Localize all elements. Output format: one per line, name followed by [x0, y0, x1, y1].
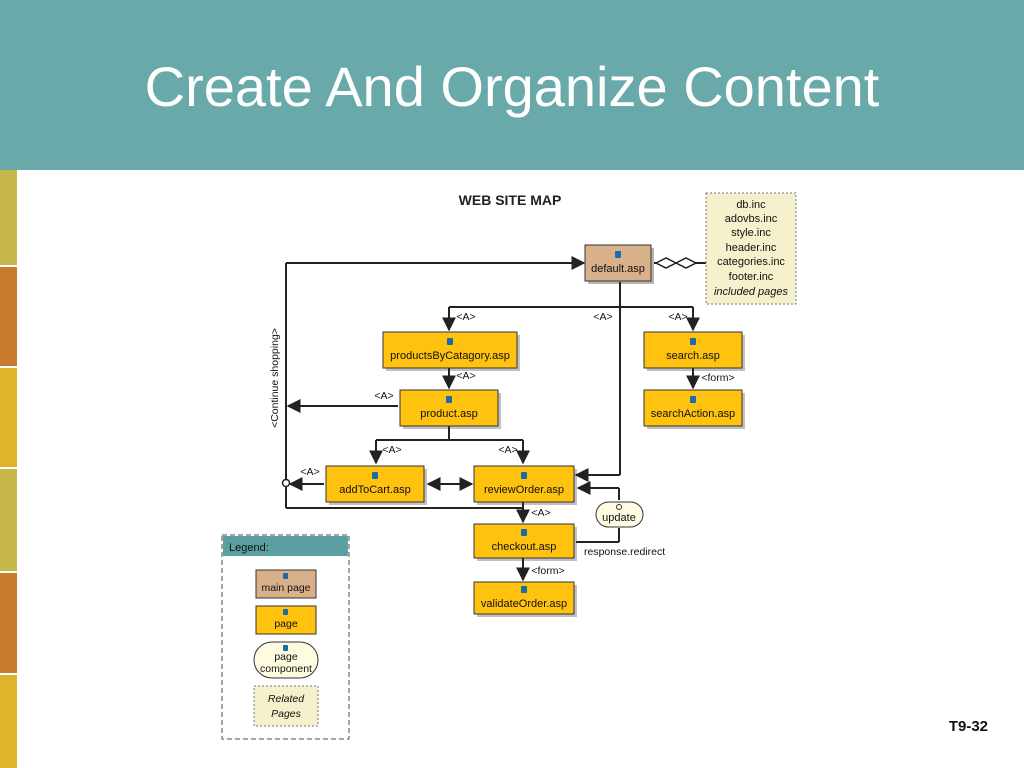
legend-item-page: page	[255, 605, 317, 635]
include-diamond-1	[654, 257, 678, 269]
legend-label: Pages	[271, 708, 302, 720]
page-icon	[521, 472, 527, 479]
link-label: <A>	[300, 466, 319, 478]
page-label: checkout.asp	[492, 541, 557, 553]
legend: Legend: main page page page component Re…	[221, 534, 350, 740]
page-node-validate-order: validateOrder.asp	[473, 581, 577, 617]
component-node-update: update	[595, 501, 644, 528]
page-node-default: default.asp	[584, 244, 654, 284]
link-label: <A>	[374, 390, 393, 402]
side-stripe-1	[0, 170, 17, 265]
junction-circle	[281, 478, 291, 488]
legend-label: page	[274, 618, 298, 630]
page-icon	[283, 645, 288, 651]
component-icon	[616, 504, 622, 510]
component-label: update	[602, 512, 636, 524]
legend-label: component	[260, 663, 312, 675]
include-file: style.inc	[731, 227, 771, 239]
include-file: db.inc	[736, 199, 766, 211]
legend-item-page-component: page component	[253, 641, 319, 679]
include-file: header.inc	[726, 242, 777, 254]
side-stripe-4	[0, 469, 17, 571]
page-node-add-to-cart: addToCart.asp	[325, 465, 427, 505]
page-label: productsByCatagory.asp	[390, 350, 510, 362]
form-label: <form>	[531, 565, 564, 577]
legend-item-related-pages: Related Pages	[253, 685, 319, 727]
legend-title: Legend:	[229, 542, 269, 554]
page-icon	[283, 573, 288, 579]
continue-shopping-label: <Continue shopping>	[269, 328, 281, 428]
page-node-search-action: searchAction.asp	[643, 389, 745, 429]
page-icon	[283, 609, 288, 615]
link-label: <A>	[456, 311, 475, 323]
page-label: addToCart.asp	[339, 484, 411, 496]
page-icon	[521, 529, 527, 536]
side-stripe-3	[0, 368, 17, 467]
included-caption: included pages	[714, 286, 789, 298]
slide-header	[0, 0, 1024, 170]
slide-number: T9-32	[948, 718, 988, 735]
page-icon	[372, 472, 378, 479]
redirect-label: response.redirect	[584, 546, 665, 558]
legend-item-main-page: main page	[255, 569, 317, 599]
link-label: <A>	[593, 311, 612, 323]
page-label: search.asp	[666, 350, 720, 362]
page-icon	[521, 586, 527, 593]
link-label: <A>	[382, 444, 401, 456]
slide-title: Create And Organize Content	[144, 55, 880, 118]
include-file: categories.inc	[717, 256, 785, 268]
legend-label: main page	[261, 582, 310, 594]
connector-lines	[285, 256, 706, 582]
page-label: reviewOrder.asp	[484, 484, 564, 496]
side-stripe-5	[0, 573, 17, 673]
include-file: footer.inc	[729, 271, 774, 283]
page-node-checkout: checkout.asp	[473, 523, 577, 561]
page-label: product.asp	[420, 408, 477, 420]
legend-label: page	[274, 651, 298, 663]
link-label: <A>	[531, 507, 550, 519]
include-file: adovbs.inc	[725, 213, 778, 225]
page-label: searchAction.asp	[651, 408, 735, 420]
page-label: default.asp	[591, 263, 645, 275]
included-pages-box: db.inc adovbs.inc style.inc header.inc c…	[705, 192, 797, 305]
page-label: validateOrder.asp	[481, 598, 567, 610]
diagram-title: WEB SITE MAP	[459, 192, 562, 208]
page-icon	[690, 338, 696, 345]
page-node-products-by-catagory: productsByCatagory.asp	[382, 331, 520, 371]
page-icon	[446, 396, 452, 403]
page-icon	[615, 251, 621, 258]
legend-label: Related	[268, 693, 305, 705]
form-label: <form>	[701, 372, 734, 384]
page-icon	[447, 338, 453, 345]
link-label: <A>	[668, 311, 687, 323]
link-label: <A>	[456, 370, 475, 382]
page-node-product: product.asp	[399, 389, 501, 429]
page-node-review-order: reviewOrder.asp	[473, 465, 577, 505]
page-node-search: search.asp	[643, 331, 745, 371]
side-stripe-2	[0, 267, 17, 366]
side-stripe-6	[0, 675, 17, 768]
include-diamond-2	[674, 257, 698, 269]
link-label: <A>	[498, 444, 517, 456]
page-icon	[690, 396, 696, 403]
